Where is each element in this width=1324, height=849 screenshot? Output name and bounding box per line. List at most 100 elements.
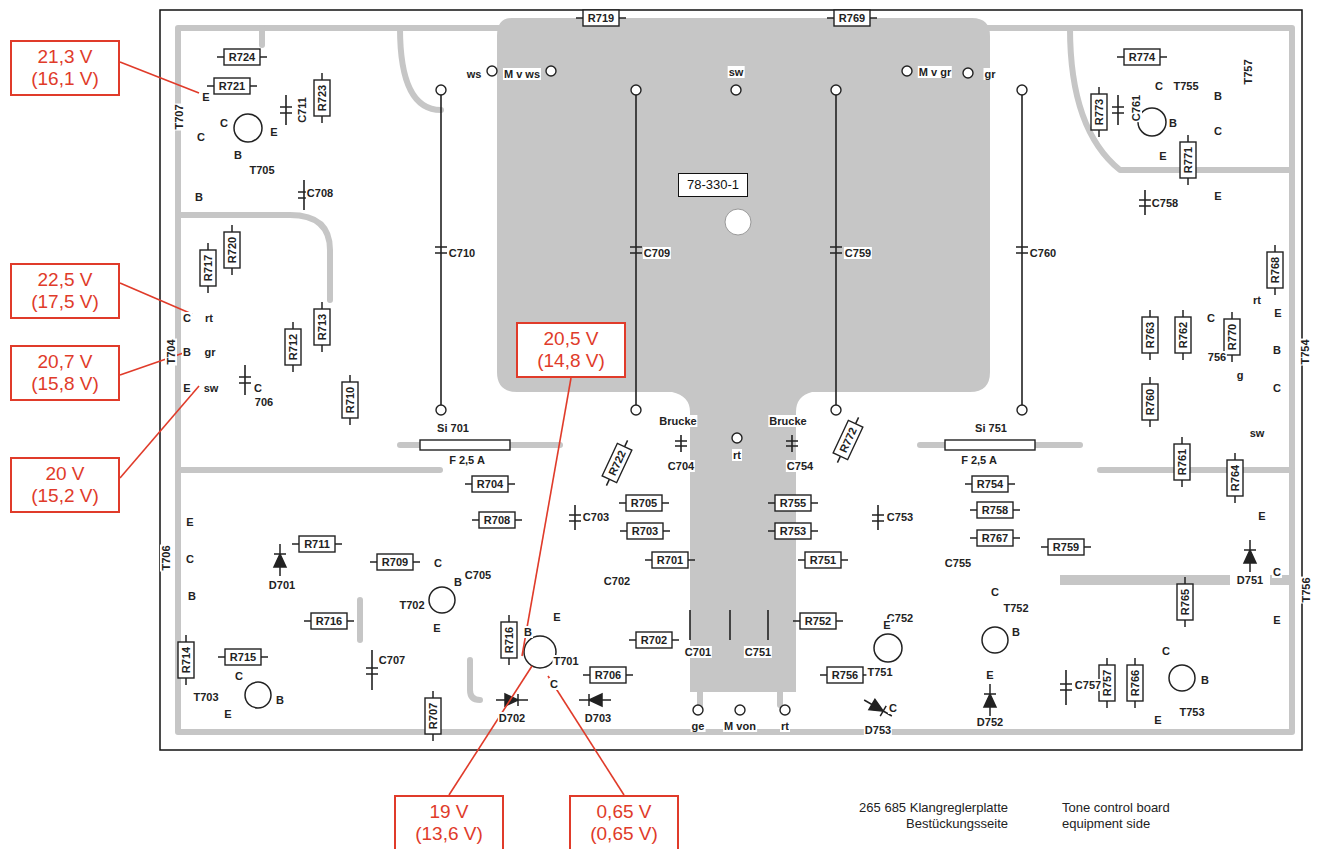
part-label: R757 (1101, 669, 1113, 697)
part-label: R763 (1144, 321, 1156, 349)
trace (178, 467, 440, 473)
diode-symbol (984, 684, 996, 716)
resistor-symbol (314, 73, 330, 123)
voltage-value: 20,5 V (526, 328, 616, 350)
resistor-symbol (620, 523, 670, 539)
pin-label: C (1154, 80, 1164, 92)
pin-label: E (1153, 714, 1162, 726)
resistor-symbol (970, 530, 1020, 546)
resistor-symbol (820, 667, 870, 683)
part-label: R753 (779, 525, 807, 537)
part-label: R770 (1226, 323, 1238, 351)
pin-label: B (233, 149, 243, 161)
pin-label: T705 (248, 164, 275, 176)
capacitor-symbol (1016, 90, 1028, 410)
resistor-symbol (207, 78, 257, 94)
pin-label: E (432, 622, 441, 634)
part-label: R769 (838, 12, 866, 24)
pin-label: g (1236, 369, 1245, 381)
pin-label: E (201, 91, 210, 103)
capacitor-symbol (366, 650, 378, 690)
resistor-body (311, 613, 347, 629)
part-label: R708 (483, 514, 511, 526)
resistor-symbol (583, 667, 633, 683)
resistor-body (1142, 384, 1158, 420)
pin-label: B (1011, 626, 1021, 638)
pin-label: B (1272, 344, 1282, 356)
part-label: R713 (316, 313, 328, 341)
transistor-symbol (1169, 665, 1195, 691)
capacitor-symbol (786, 435, 798, 452)
pin-label: C711 (296, 96, 308, 124)
pin-label: D752 (976, 716, 1004, 728)
pin-label: C754 (786, 460, 814, 472)
resistor-symbol (830, 414, 866, 466)
part-label: R767 (981, 532, 1009, 544)
capacitor-symbol (675, 435, 687, 452)
diode-symbols (274, 540, 1256, 721)
trace (357, 600, 363, 640)
resistor-body (472, 476, 508, 492)
voltage-callout: 21,3 V(16,1 V) (10, 40, 120, 96)
resistor-symbol (798, 552, 848, 568)
pin-label: C760 (1029, 247, 1057, 259)
resistor-body (583, 10, 619, 26)
resistor-symbol (1127, 658, 1143, 708)
resistor-body (977, 530, 1013, 546)
capacitor-symbol (872, 505, 884, 530)
capacitor-symbols (239, 90, 1151, 705)
part-label: R714 (180, 646, 192, 674)
transistor-symbols (234, 108, 1195, 708)
resistor-body (627, 523, 663, 539)
pad (631, 85, 641, 95)
resistor-symbol (599, 437, 635, 489)
capacitor-symbol (1112, 95, 1124, 125)
part-label: R751 (809, 554, 837, 566)
pin-label: C (196, 131, 206, 143)
resistor-body (314, 309, 330, 345)
capacitor-symbol (239, 365, 251, 395)
part-label: R711 (303, 538, 331, 550)
resistor-body (1180, 142, 1196, 178)
pin-label: C (234, 670, 244, 682)
pad (735, 705, 745, 715)
pin-label: E (223, 708, 232, 720)
pin-label: T751 (866, 666, 893, 678)
transistor-symbol (982, 627, 1008, 653)
pin-label: ge (691, 720, 706, 732)
pin-label: E (1273, 307, 1282, 319)
pin-label: C702 (603, 575, 631, 587)
pin-label: C (1206, 312, 1216, 324)
trace (178, 215, 330, 300)
resistor-symbol (304, 613, 354, 629)
voltage-callout: 20,7 V(15,8 V) (10, 345, 120, 401)
resistor-symbol (970, 502, 1020, 518)
resistor-body (977, 502, 1013, 518)
diode-symbol (1244, 540, 1256, 572)
trace (400, 442, 420, 448)
pad (436, 405, 446, 415)
pin-label: sw (728, 66, 745, 78)
part-label: R719 (587, 12, 615, 24)
resistor-symbol (576, 10, 626, 26)
voltage-alt-value: (17,5 V) (20, 291, 110, 313)
resistor-body (833, 420, 863, 459)
resistor-symbol (1117, 49, 1167, 65)
resistor-body (1175, 317, 1191, 353)
part-label: R709 (381, 556, 409, 568)
resistor-symbol (472, 512, 522, 528)
pin-label: T752 (1002, 602, 1029, 614)
voltage-callout: 0,65 V(0,65 V) (569, 795, 679, 849)
pin-label: C708 (306, 187, 334, 199)
pin-label: Brucke (658, 415, 697, 427)
leader-line (120, 62, 199, 93)
voltage-callout: 20 V(15,2 V) (10, 457, 120, 513)
pin-label: T757 (1242, 58, 1254, 85)
pin-label: C761 (1130, 94, 1142, 122)
pin-label: T706 (160, 544, 172, 571)
resistor-body (299, 536, 335, 552)
resistor-symbol (1099, 658, 1115, 708)
trace (259, 28, 265, 45)
resistor-symbol (619, 495, 669, 511)
